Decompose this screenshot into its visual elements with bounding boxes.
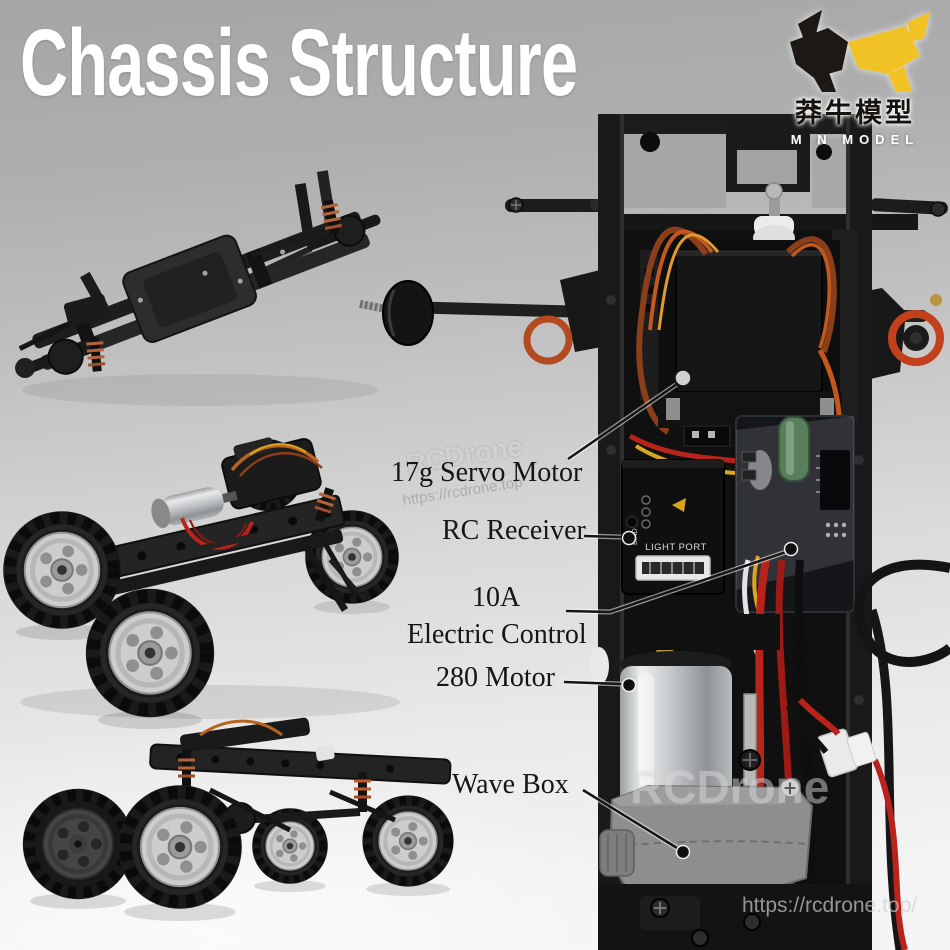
frame-rail	[149, 743, 452, 785]
white-plastic-clip	[315, 745, 335, 761]
receiver-logo-bull	[672, 498, 686, 512]
leader-lines	[563, 368, 799, 860]
leader-esc-dot	[783, 541, 799, 557]
annotation-280-motor: 280 Motor	[436, 662, 555, 693]
bind-button	[625, 515, 639, 529]
shock-copper-spring	[86, 337, 106, 372]
upper-link	[251, 223, 338, 258]
servo-wire	[230, 443, 320, 472]
steering-knuckle	[15, 358, 36, 379]
shock-copper-spring	[178, 750, 195, 792]
page-title: Chassis Structure	[20, 10, 578, 116]
pin-socket	[683, 425, 731, 447]
brand-name-en: M N MODEL	[790, 131, 920, 147]
motor-mount	[630, 614, 780, 650]
driveshaft	[149, 532, 261, 563]
leader-motor-dot	[621, 677, 637, 693]
screw	[765, 182, 783, 200]
rear-crossmember	[180, 717, 310, 753]
steering-arm-left	[505, 199, 605, 212]
white-connector-plugs	[816, 728, 877, 778]
rail-notch	[589, 647, 609, 685]
cvd-shaft-left	[428, 301, 603, 319]
motor-silver	[160, 487, 224, 526]
bare-chassis-frame	[15, 170, 381, 379]
leader-motor	[563, 680, 622, 686]
rear-diff	[333, 214, 366, 247]
motor-280-silver	[620, 666, 732, 818]
annotation-wave-box: Wave Box	[452, 769, 569, 800]
annotation-esc-amp: 10A	[472, 582, 521, 613]
servo-17g	[675, 249, 823, 393]
wire-orange	[199, 719, 283, 737]
chassis-plate	[74, 487, 346, 599]
front-diff	[47, 338, 84, 375]
steering-arm-right	[869, 198, 948, 215]
screw	[137, 297, 143, 303]
leader-wavebox-dot	[675, 844, 691, 860]
leader-esc	[565, 550, 787, 614]
leader-servo	[567, 382, 678, 461]
screw	[606, 295, 616, 305]
annotation-rc-receiver: RC Receiver	[442, 515, 586, 546]
annotation-servo-motor: 17g Servo Motor	[391, 457, 583, 488]
photo-shadow	[30, 893, 126, 909]
leader-receiver	[583, 534, 622, 539]
shock-copper-spring	[320, 199, 343, 235]
bull-logo-icon	[790, 10, 930, 92]
watermark-brand-large: RCDrone	[630, 761, 830, 813]
light-port-label: LIGHT PORT	[645, 542, 707, 553]
shock-orange-spring	[354, 772, 371, 812]
servo-screw-post	[769, 192, 780, 218]
annotation-esc-name: Electric Control	[407, 619, 587, 650]
brand-name-cn: 莽牛模型	[795, 98, 915, 129]
brand-logo: 莽牛模型 M N MODEL	[760, 8, 950, 147]
spring-ring-right	[888, 310, 944, 366]
esc-chip	[820, 450, 850, 510]
wheel-near-front	[86, 589, 214, 717]
leader-wavebox	[582, 788, 678, 850]
link-bar	[208, 787, 292, 833]
gold-screw	[930, 294, 942, 306]
rear-shock-tower	[294, 182, 314, 237]
servo-wire-loop	[636, 226, 709, 435]
photo-chassis-middle-left	[3, 428, 400, 729]
wheel-far-right	[362, 795, 453, 886]
leader-receiver-dot	[621, 530, 637, 546]
shock-copper-spring	[314, 487, 336, 523]
wheel-near-right	[118, 785, 242, 909]
photo-chassis-bottom-left	[23, 717, 454, 921]
wheel-hex-hub-left	[382, 280, 434, 346]
esc-capacitor-green	[778, 416, 810, 482]
cable-black-thick	[853, 559, 950, 667]
wheel-near-left-dark	[23, 789, 133, 899]
photo-shadow	[20, 685, 400, 719]
photo-chassis-top-left	[15, 170, 381, 406]
watermark-url-bottom: https://rcdrone.top/	[742, 894, 918, 917]
suspension-arm	[302, 543, 348, 612]
frame-hole	[640, 132, 660, 152]
photo-chassis-vertical-right: BIND LIGHT PORT	[359, 114, 950, 950]
frame-opening	[624, 134, 726, 208]
photo-shadow	[22, 374, 378, 406]
spring-ring-left	[523, 315, 573, 365]
leader-servo-ring	[673, 368, 693, 388]
